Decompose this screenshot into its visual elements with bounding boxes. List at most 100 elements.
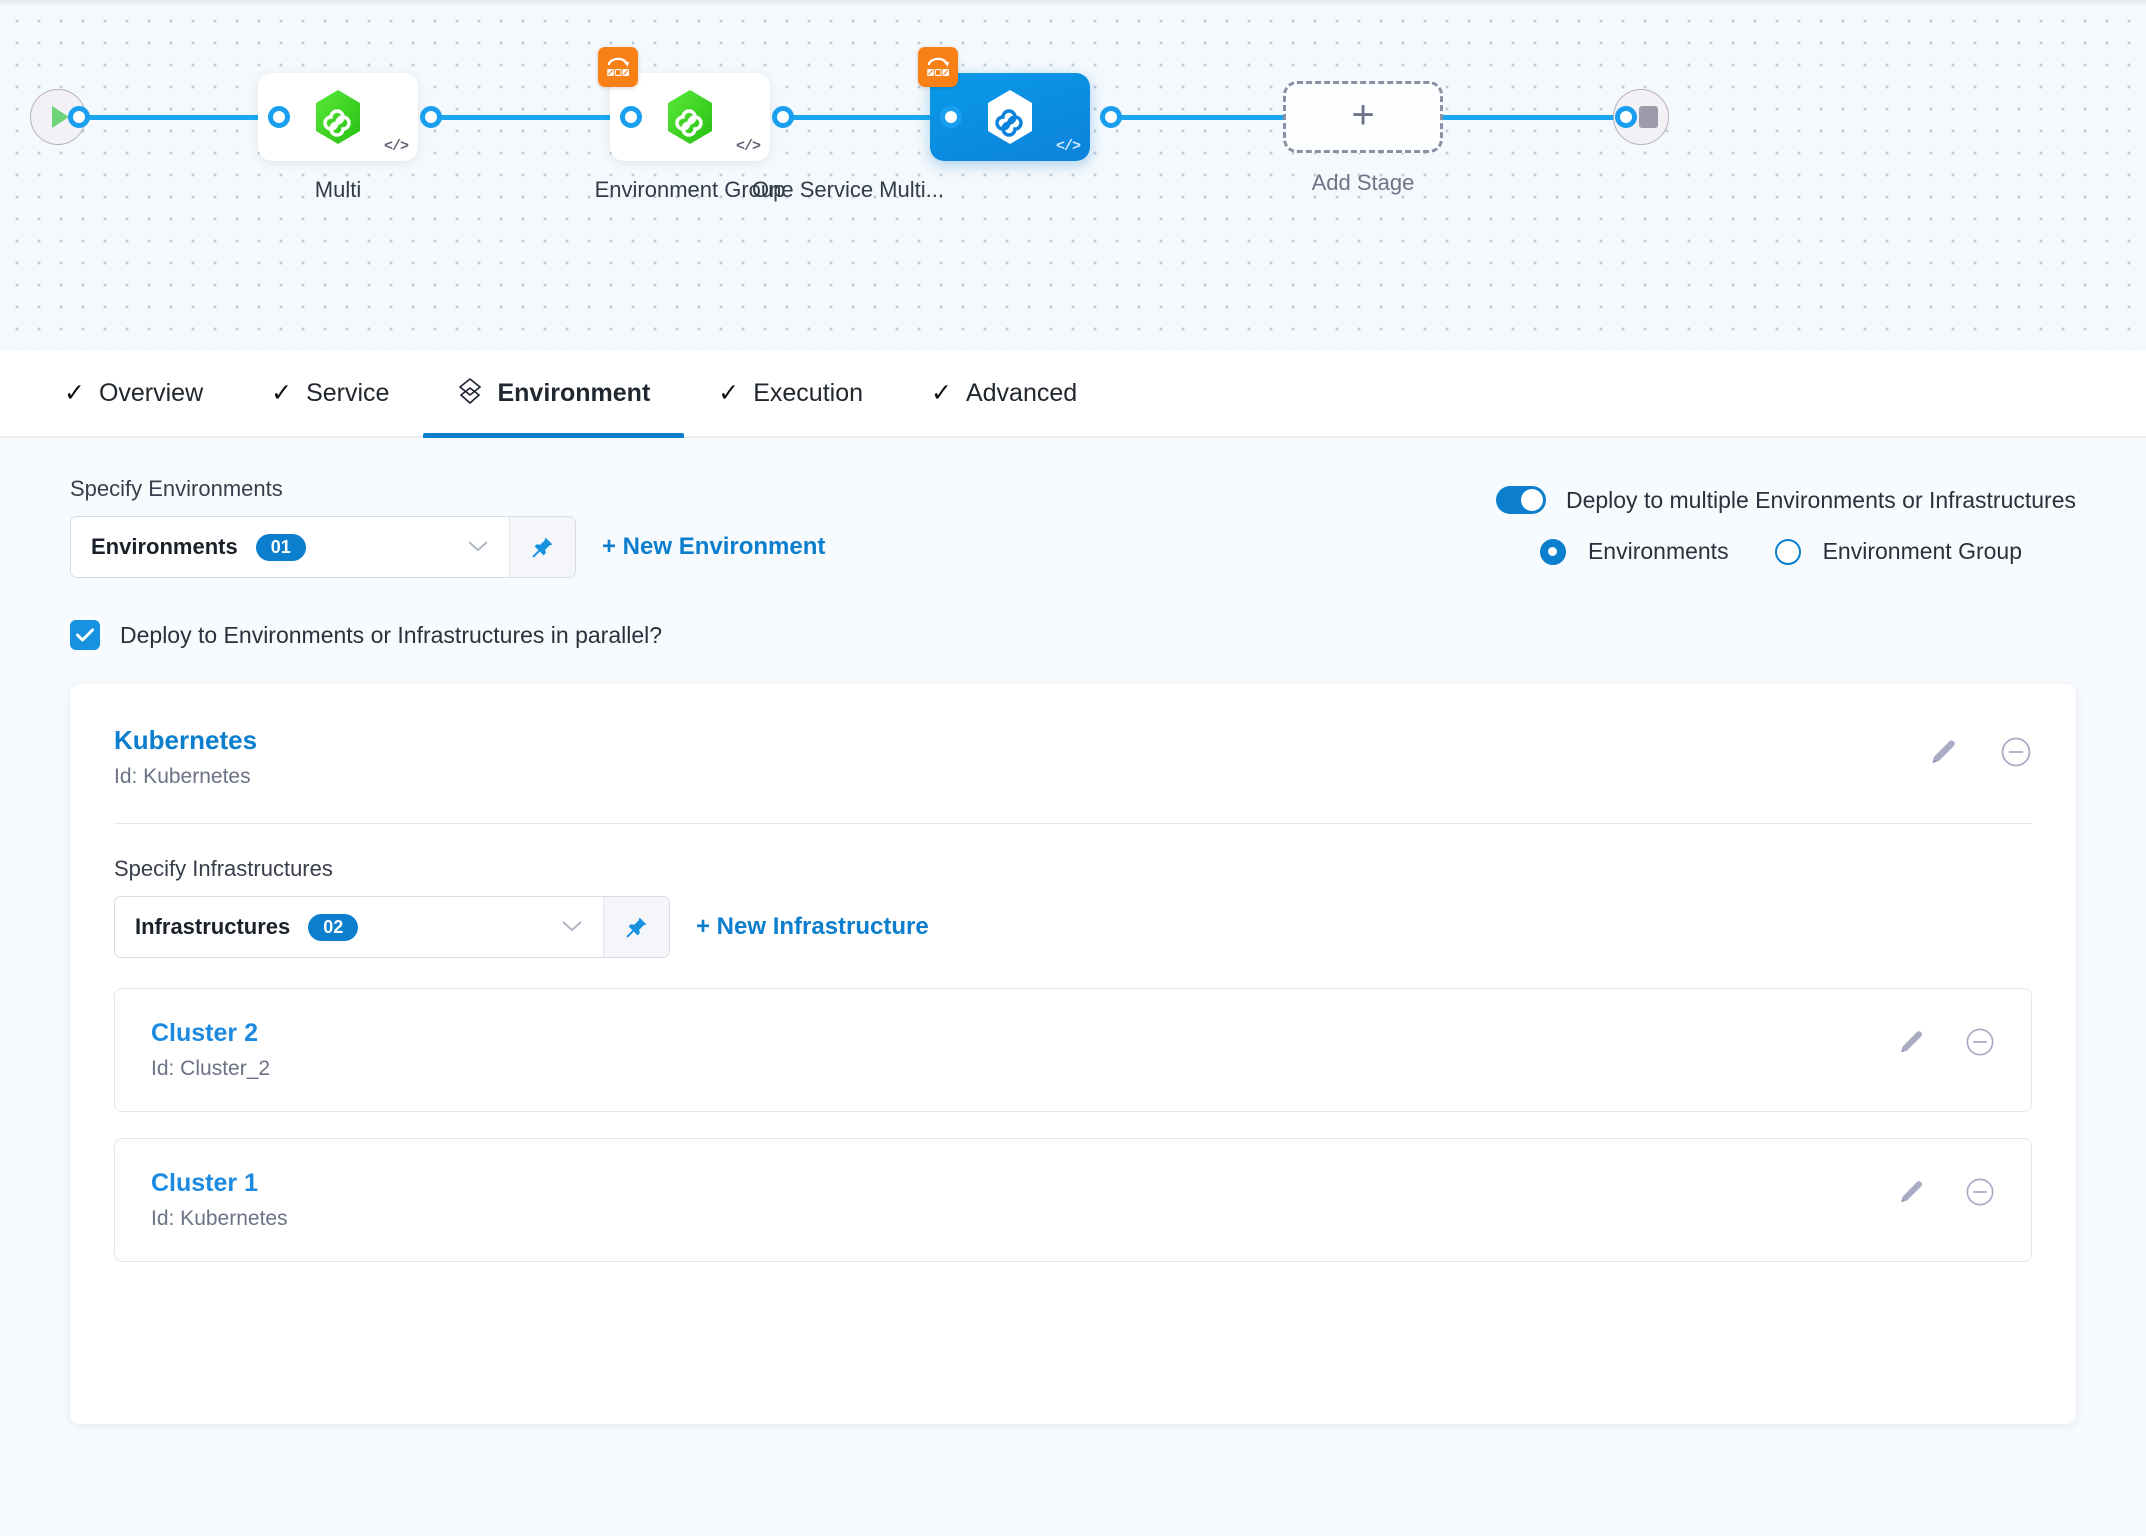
environments-dropdown[interactable]: Environments 01	[70, 516, 576, 578]
pencil-icon	[1932, 740, 1955, 763]
infrastructure-row-cluster-2[interactable]: Cluster 2 Id: Cluster_2	[114, 988, 2032, 1112]
pencil-icon	[1901, 1181, 1922, 1203]
connector-dot-2-out[interactable]	[772, 106, 794, 128]
stage-tabbar: ✓ Overview ✓ Service Environment ✓ Execu…	[0, 349, 2146, 439]
chevron-down-icon[interactable]	[561, 918, 583, 936]
radio-environment-group-label: Environment Group	[1822, 538, 2023, 564]
remove-infrastructure-button[interactable]	[1965, 1177, 1995, 1207]
tab-environment[interactable]: Environment	[423, 349, 685, 439]
infrastructures-pin-button[interactable]	[603, 897, 669, 957]
specify-environments-group: Specify Environments Environments 01	[70, 476, 825, 578]
stage-label-environment-group: Environment Group	[594, 177, 786, 202]
radio-environments[interactable]	[1539, 538, 1566, 565]
environment-card-header: Kubernetes Id: Kubernetes	[114, 724, 2032, 789]
edit-infrastructure-button[interactable]	[1897, 1028, 1925, 1056]
pipeline-canvas[interactable]: </> Multi </> Environment Group	[0, 0, 2146, 350]
infrastructure-titles: Cluster 2 Id: Cluster_2	[151, 1019, 270, 1081]
check-icon: ✓	[718, 378, 740, 407]
pipeline-stage-one-service-multi[interactable]: </>	[918, 47, 1090, 161]
tab-advanced[interactable]: ✓ Advanced	[897, 349, 1111, 437]
parallel-deploy-label: Deploy to Environments or Infrastructure…	[120, 621, 663, 648]
pipeline-stage-multi[interactable]: </>	[258, 73, 418, 161]
radio-environment-group[interactable]	[1774, 538, 1801, 565]
environments-dropdown-text: Environments	[91, 534, 238, 559]
deploy-multiple-toggle-row[interactable]: Deploy to multiple Environments or Infra…	[1495, 486, 2076, 514]
infrastructures-dropdown[interactable]: Infrastructures 02	[114, 896, 670, 958]
connector-dot-1-in[interactable]	[268, 106, 290, 128]
check-icon: ✓	[64, 378, 85, 407]
toggle-knob	[1520, 489, 1543, 511]
deployment-hex-icon	[316, 90, 360, 144]
add-stage-button[interactable]: +	[1283, 81, 1443, 153]
environments-pin-button[interactable]	[509, 517, 575, 577]
environment-id-text: Id: Kubernetes	[114, 764, 251, 788]
infrastructure-id-text: Id: Kubernetes	[151, 1207, 288, 1230]
parallel-deploy-row[interactable]: Deploy to Environments or Infrastructure…	[70, 620, 2076, 650]
multi-deploy-icon	[598, 47, 638, 87]
environments-selector-row: Environments 01 + New Environment	[70, 516, 825, 578]
pencil-icon	[1901, 1031, 1922, 1053]
environment-top-row: Specify Environments Environments 01	[70, 438, 2076, 578]
deployment-hex-icon	[668, 90, 712, 144]
new-environment-button[interactable]: + New Environment	[602, 533, 826, 560]
add-stage-label: Add Stage	[1311, 170, 1415, 195]
deployment-hex-icon-white	[988, 90, 1032, 144]
remove-infrastructure-button[interactable]	[1965, 1027, 1995, 1057]
minus-circle-icon	[1966, 1178, 1994, 1206]
infrastructure-row-cluster-1[interactable]: Cluster 1 Id: Kubernetes	[114, 1138, 2032, 1262]
connector-dot-end[interactable]	[1615, 106, 1637, 128]
infrastructures-dropdown-text: Infrastructures	[135, 914, 291, 939]
infrastructures-selector-row: Infrastructures 02 + New Infrastructure	[114, 896, 2032, 958]
radio-environments-label: Environments	[1587, 538, 1729, 564]
stage-code-icon[interactable]: </>	[735, 138, 761, 155]
connector-wire-2	[430, 115, 630, 120]
infrastructure-name-link[interactable]: Cluster 2	[151, 1019, 258, 1047]
environments-dropdown-main[interactable]: Environments 01	[71, 517, 509, 577]
connector-wire-3	[782, 115, 982, 120]
tab-overview[interactable]: ✓ Overview	[30, 349, 237, 437]
deploy-multiple-toggle[interactable]	[1495, 486, 1546, 514]
tab-label: Environment	[497, 378, 651, 407]
edit-environment-button[interactable]	[1928, 737, 1958, 767]
infrastructure-id-text: Id: Cluster_2	[151, 1057, 271, 1080]
tab-service[interactable]: ✓ Service	[237, 349, 423, 437]
edit-infrastructure-button[interactable]	[1897, 1178, 1925, 1206]
chevron-down-icon[interactable]	[467, 538, 489, 556]
infrastructures-dropdown-main[interactable]: Infrastructures 02	[115, 897, 603, 957]
specify-infrastructures-group: Specify Infrastructures Infrastructures …	[114, 856, 2032, 1262]
plus-icon: +	[1351, 93, 1375, 137]
remove-environment-button[interactable]	[2000, 736, 2032, 768]
connector-dot-1-out[interactable]	[420, 106, 442, 128]
connector-dot-3-out[interactable]	[1100, 106, 1122, 128]
deploy-multiple-toggle-label: Deploy to multiple Environments or Infra…	[1565, 486, 2076, 513]
layers-icon	[457, 377, 483, 410]
stage-code-icon[interactable]: </>	[1055, 138, 1081, 155]
tab-label: Overview	[98, 378, 204, 407]
check-icon: ✓	[931, 378, 952, 407]
minus-circle-icon	[1966, 1028, 1994, 1056]
environments-count-badge: 01	[255, 533, 306, 561]
infrastructures-count-badge: 02	[308, 913, 359, 941]
deploy-scope-radio-group: Environments Environment Group	[1496, 538, 2076, 565]
environment-name-link[interactable]: Kubernetes	[114, 725, 258, 755]
new-infrastructure-button[interactable]: + New Infrastructure	[696, 913, 929, 940]
infrastructure-name-link[interactable]: Cluster 1	[151, 1169, 258, 1197]
stage-label-multi: Multi	[314, 177, 362, 202]
tab-label: Service	[306, 378, 390, 407]
tab-label: Execution	[753, 378, 864, 407]
pin-icon	[532, 537, 552, 558]
pin-icon	[626, 917, 646, 938]
canvas-top-border	[0, 2, 2146, 5]
tab-label: Advanced	[965, 378, 1078, 407]
connector-dot-3-in[interactable]	[940, 106, 962, 128]
tab-execution[interactable]: ✓ Execution	[684, 349, 897, 437]
specify-infrastructures-label: Specify Infrastructures	[114, 856, 333, 881]
stage-label-one-service-multi: One Service Multi...	[752, 177, 944, 202]
check-icon	[76, 628, 94, 642]
parallel-deploy-checkbox[interactable]	[70, 620, 100, 650]
connector-dot-2-in[interactable]	[620, 106, 642, 128]
connector-dot-start[interactable]	[68, 106, 90, 128]
specify-environments-label: Specify Environments	[70, 476, 283, 501]
stage-code-icon[interactable]: </>	[383, 138, 409, 155]
environment-card-actions	[1928, 724, 2032, 768]
